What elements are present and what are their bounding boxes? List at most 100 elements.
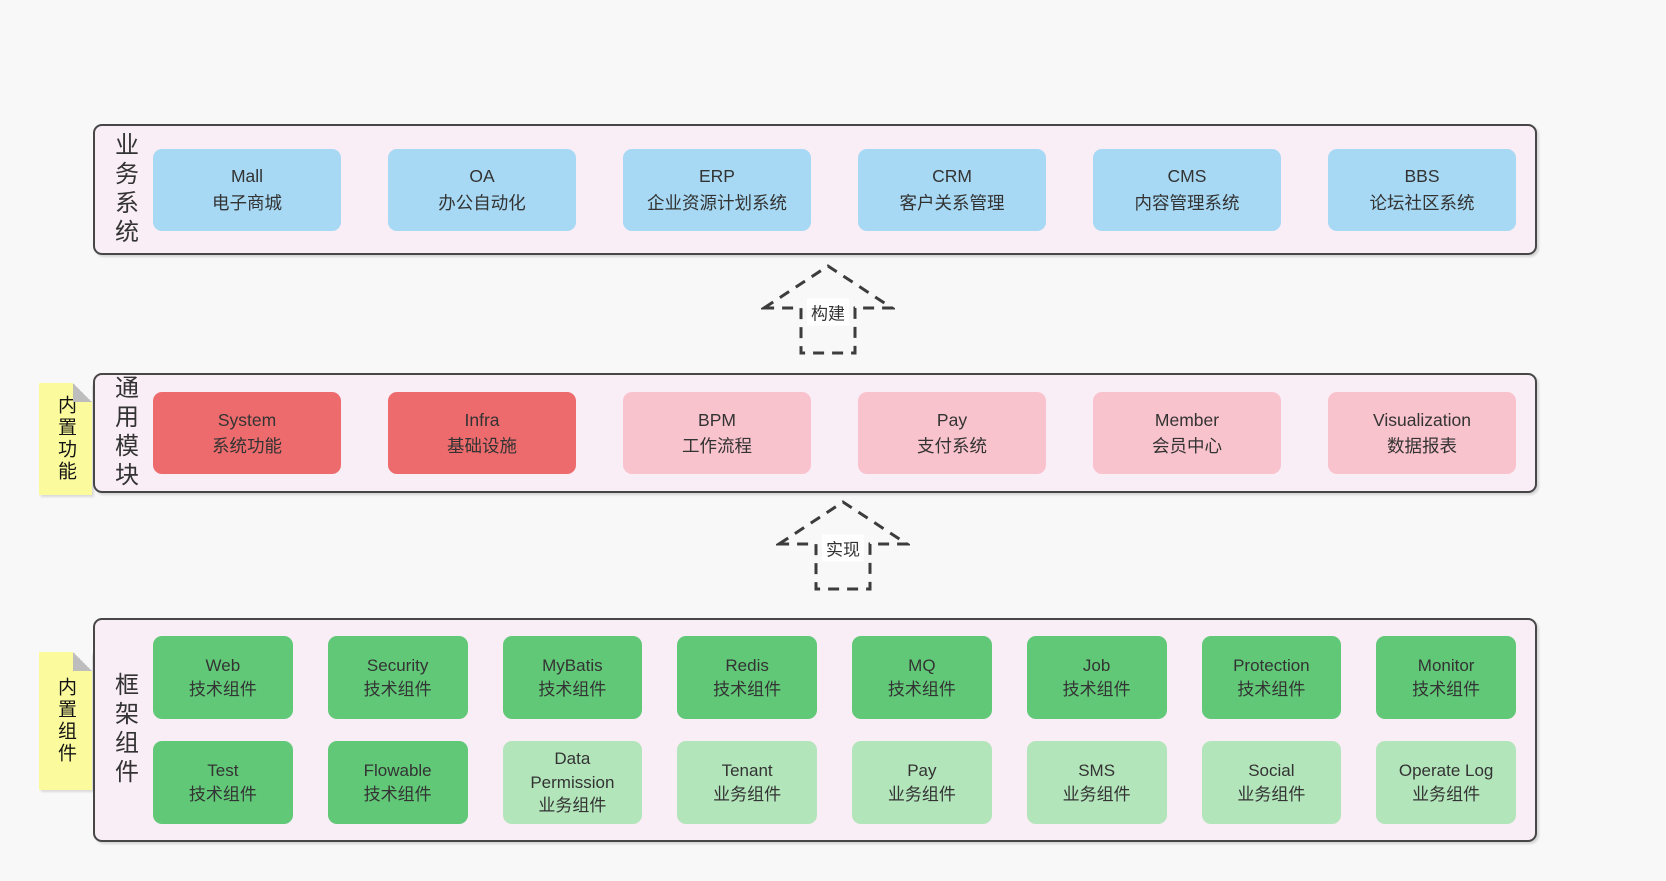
- folded-corner-icon: [73, 383, 92, 402]
- box-bbs: BBS 论坛社区系统: [1328, 148, 1516, 231]
- box-visualization-subtitle: 数据报表: [1387, 436, 1457, 456]
- box-tenant-title: Tenant: [721, 760, 773, 780]
- box-member-subtitle: 会员中心: [1152, 436, 1222, 456]
- box-web: Web 技术组件: [153, 636, 293, 719]
- box-infra-title: Infra: [464, 409, 500, 430]
- box-tenant-subtitle: 业务组件: [713, 784, 782, 804]
- box-operate-log-title: Operate Log: [1398, 760, 1494, 780]
- sticky-note-builtin-functions: 内置功能: [39, 383, 92, 495]
- box-crm-title: CRM: [932, 166, 972, 187]
- sticky-functions-text: 内置功能: [55, 395, 76, 483]
- box-job: Job 技术组件: [1026, 636, 1167, 719]
- box-mybatis-title: MyBatis: [542, 655, 603, 675]
- box-erp: ERP 企业资源计划系统: [623, 148, 811, 231]
- sticky-components-text: 内置组件: [55, 677, 76, 765]
- box-bpm-title: BPM: [698, 409, 736, 430]
- box-pay-system: Pay 支付系统: [858, 392, 1046, 474]
- box-monitor-subtitle: 技术组件: [1412, 679, 1481, 699]
- box-infra: Infra 基础设施: [388, 392, 576, 474]
- box-flowable: Flowable 技术组件: [327, 741, 468, 824]
- box-bpm-subtitle: 工作流程: [682, 436, 752, 456]
- box-pay-component-subtitle: 业务组件: [887, 784, 956, 804]
- box-erp-title: ERP: [699, 166, 735, 187]
- box-redis-title: Redis: [725, 655, 769, 675]
- layer-label-modules: 通用模块: [110, 375, 138, 491]
- box-monitor-title: Monitor: [1417, 655, 1475, 675]
- box-system-subtitle: 系统功能: [212, 436, 282, 456]
- box-bbs-subtitle: 论坛社区系统: [1369, 192, 1475, 213]
- folded-corner-icon: [73, 652, 92, 671]
- box-mall: Mall 电子商城: [153, 148, 341, 231]
- box-flowable-title: Flowable: [363, 760, 432, 780]
- box-operate-log: Operate Log 业务组件: [1376, 741, 1516, 824]
- box-mybatis-subtitle: 技术组件: [538, 679, 607, 699]
- box-visualization-title: Visualization: [1373, 409, 1471, 430]
- box-monitor: Monitor 技术组件: [1376, 636, 1516, 719]
- box-system: System 系统功能: [153, 392, 341, 474]
- box-pay-system-subtitle: 支付系统: [917, 436, 987, 456]
- box-data-permission: Data Permission 业务组件: [502, 741, 643, 824]
- components-grid: Web 技术组件 Security 技术组件 MyBatis 技术组件 Redi…: [153, 620, 1535, 840]
- box-cms: CMS 内容管理系统: [1093, 148, 1281, 231]
- layer-framework-components: 框架组件 Web 技术组件 Security 技术组件 MyBatis 技术组件…: [93, 618, 1537, 842]
- block-arrow-up-icon: [761, 264, 895, 355]
- layer-business-systems: 业务系统 Mall 电子商城 OA 办公自动化 ERP 企业资源计划系统 CRM…: [93, 124, 1537, 255]
- box-mq-title: MQ: [908, 655, 936, 675]
- box-test-subtitle: 技术组件: [188, 784, 257, 804]
- box-social-subtitle: 业务组件: [1237, 784, 1306, 804]
- box-oa-title: OA: [469, 166, 495, 187]
- box-bpm: BPM 工作流程: [623, 392, 811, 474]
- box-mq-subtitle: 技术组件: [887, 679, 956, 699]
- box-protection-subtitle: 技术组件: [1237, 679, 1306, 699]
- box-system-title: System: [217, 409, 277, 430]
- arrow-implement-label: 实现: [822, 534, 864, 562]
- box-security-subtitle: 技术组件: [363, 679, 432, 699]
- box-protection-title: Protection: [1233, 655, 1310, 675]
- box-sms-title: SMS: [1078, 760, 1116, 780]
- box-pay-component-title: Pay: [907, 760, 937, 780]
- arrow-build: 构建: [761, 263, 895, 356]
- box-sms-subtitle: 业务组件: [1062, 784, 1131, 804]
- sticky-note-builtin-components: 内置组件: [39, 652, 92, 790]
- box-social: Social 业务组件: [1201, 741, 1342, 824]
- box-security-title: Security: [366, 655, 429, 675]
- box-member: Member 会员中心: [1093, 392, 1281, 474]
- box-pay-system-title: Pay: [936, 409, 968, 430]
- layer-common-modules: 通用模块 System 系统功能 Infra 基础设施 BPM 工作流程 Pay…: [93, 373, 1537, 493]
- box-test: Test 技术组件: [153, 741, 293, 824]
- box-protection: Protection 技术组件: [1201, 636, 1342, 719]
- box-sms: SMS 业务组件: [1026, 741, 1167, 824]
- box-mq: MQ 技术组件: [852, 636, 992, 719]
- business-boxes-row: Mall 电子商城 OA 办公自动化 ERP 企业资源计划系统 CRM 客户关系…: [153, 126, 1535, 253]
- box-data-permission-subtitle: 业务组件: [538, 796, 607, 816]
- modules-boxes-row: System 系统功能 Infra 基础设施 BPM 工作流程 Pay 支付系统…: [153, 375, 1535, 491]
- box-job-subtitle: 技术组件: [1062, 679, 1131, 699]
- box-social-title: Social: [1248, 760, 1295, 780]
- box-crm: CRM 客户关系管理: [858, 148, 1046, 231]
- box-operate-log-subtitle: 业务组件: [1412, 784, 1481, 804]
- box-oa: OA 办公自动化: [388, 148, 576, 231]
- box-erp-subtitle: 企业资源计划系统: [647, 192, 787, 213]
- box-cms-title: CMS: [1167, 166, 1207, 187]
- layer-label-components: 框架组件: [110, 672, 138, 788]
- box-job-title: Job: [1082, 655, 1111, 675]
- arrow-implement: 实现: [776, 499, 910, 592]
- box-data-permission-title: Data Permission: [530, 748, 615, 792]
- box-redis: Redis 技术组件: [677, 636, 817, 719]
- box-oa-subtitle: 办公自动化: [438, 192, 526, 213]
- box-bbs-title: BBS: [1404, 166, 1440, 187]
- box-infra-subtitle: 基础设施: [447, 436, 517, 456]
- box-mall-subtitle: 电子商城: [212, 192, 282, 213]
- box-visualization: Visualization 数据报表: [1328, 392, 1516, 474]
- box-redis-subtitle: 技术组件: [713, 679, 782, 699]
- box-tenant: Tenant 业务组件: [677, 741, 817, 824]
- box-member-title: Member: [1154, 409, 1220, 430]
- box-test-title: Test: [207, 760, 239, 780]
- box-web-subtitle: 技术组件: [188, 679, 257, 699]
- box-pay-component: Pay 业务组件: [852, 741, 992, 824]
- box-mall-title: Mall: [230, 166, 264, 187]
- box-crm-subtitle: 客户关系管理: [899, 192, 1005, 213]
- box-web-title: Web: [205, 655, 241, 675]
- box-mybatis: MyBatis 技术组件: [502, 636, 643, 719]
- layer-label-business: 业务系统: [110, 131, 138, 248]
